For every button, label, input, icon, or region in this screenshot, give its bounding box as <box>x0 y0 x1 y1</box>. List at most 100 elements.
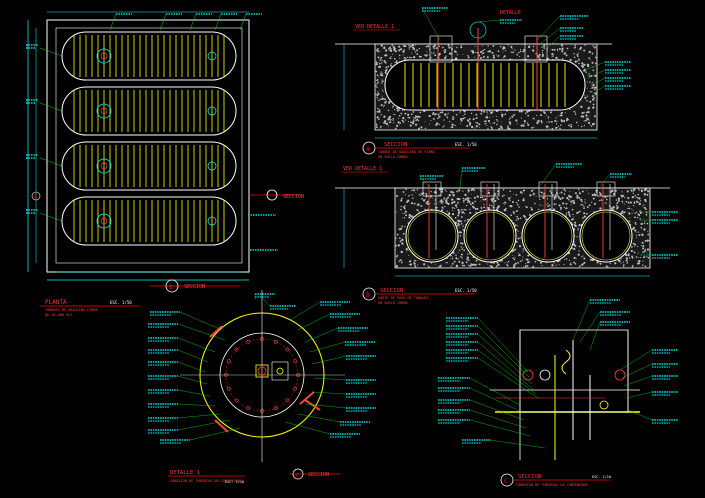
gravel-dot <box>625 259 628 262</box>
gravel-dot <box>541 46 543 48</box>
section-a-tank-ribs <box>404 63 566 107</box>
gravel-dot <box>405 210 408 213</box>
gravel-dot <box>448 46 451 49</box>
gravel-dot <box>548 127 550 129</box>
leader-line <box>589 77 606 87</box>
gravel-dot <box>394 127 397 130</box>
gravel-dot <box>429 123 431 125</box>
gravel-dot <box>631 255 634 258</box>
gravel-dot <box>452 193 454 195</box>
gravel-dot <box>563 52 566 55</box>
gravel-dot <box>388 100 391 103</box>
gravel-dot <box>527 261 530 264</box>
gravel-dot <box>480 57 483 60</box>
gravel-dot <box>443 125 445 127</box>
gravel-dot <box>433 47 435 49</box>
gravel-dot <box>445 55 447 57</box>
gravel-dot <box>375 93 377 96</box>
gravel-dot <box>412 120 415 123</box>
plan-outer-boundary <box>46 19 250 273</box>
gravel-dot <box>405 188 407 190</box>
gravel-dot <box>624 196 626 199</box>
gravel-dot <box>392 117 395 120</box>
gravel-dot <box>401 217 403 219</box>
gravel-dot <box>584 201 586 203</box>
gravel-dot <box>408 194 410 197</box>
gravel-dot <box>632 242 635 245</box>
gravel-dot <box>543 193 545 195</box>
detail-1-bolt <box>273 406 278 411</box>
gravel-dot <box>463 264 466 267</box>
plan-tank-manhole <box>96 48 112 64</box>
gravel-dot <box>413 262 416 265</box>
gravel-dot <box>391 44 394 47</box>
gravel-dot <box>644 249 647 252</box>
detail-1-scale: ESC. 1/10 <box>225 480 244 484</box>
gravel-dot <box>481 190 483 192</box>
gravel-dot <box>490 265 494 268</box>
gravel-dot <box>585 111 588 114</box>
gravel-dot <box>414 56 416 58</box>
gravel-dot <box>424 208 427 211</box>
gravel-dot <box>386 68 388 70</box>
gravel-dot <box>503 56 505 59</box>
gravel-dot <box>467 54 469 57</box>
gravel-dot <box>491 110 494 114</box>
gravel-dot <box>464 223 466 225</box>
gravel-dot <box>576 121 578 124</box>
gravel-dot <box>555 126 558 129</box>
gravel-dot <box>523 215 526 218</box>
leader-line <box>477 19 501 23</box>
gravel-dot <box>468 122 472 125</box>
gravel-dot <box>583 205 585 207</box>
gravel-dot <box>550 120 553 123</box>
gravel-dot <box>403 212 405 214</box>
section-a-marker-text: A <box>366 146 370 153</box>
gravel-dot <box>571 208 574 211</box>
gravel-dot <box>474 45 476 48</box>
gravel-dot <box>456 206 458 208</box>
gravel-dot <box>621 196 623 198</box>
gravel-dot <box>488 50 492 53</box>
gravel-dot <box>408 116 411 119</box>
gravel-dot <box>560 112 562 115</box>
gravel-dot <box>402 50 405 53</box>
gravel-dot <box>605 265 608 268</box>
gravel-dot <box>511 48 513 50</box>
gravel-dot <box>516 203 519 206</box>
gravel-dot <box>425 202 428 205</box>
gravel-dot <box>522 248 525 250</box>
gravel-dot <box>504 201 507 204</box>
gravel-dot <box>390 48 392 50</box>
gravel-dot <box>470 197 472 199</box>
leader-line <box>623 375 653 387</box>
leader-line <box>177 419 231 431</box>
gravel-dot <box>439 111 442 114</box>
gravel-dot <box>400 205 402 208</box>
gravel-dot <box>594 193 596 195</box>
gravel-dot <box>451 123 454 126</box>
gravel-dot <box>513 193 514 195</box>
gravel-dot <box>574 60 577 63</box>
gravel-dot <box>384 49 388 52</box>
gravel-dot <box>637 193 639 196</box>
gravel-dot <box>446 114 448 116</box>
leader-line <box>289 301 321 321</box>
gravel-dot <box>384 54 387 57</box>
gravel-dot <box>637 231 640 233</box>
gravel-dot <box>583 255 585 257</box>
gravel-dot <box>469 264 472 267</box>
gravel-dot <box>581 200 583 203</box>
gravel-dot <box>546 125 549 128</box>
gravel-dot <box>394 58 396 60</box>
gravel-dot <box>632 190 635 192</box>
gravel-dot <box>637 257 639 259</box>
leader-line <box>599 173 611 187</box>
gravel-dot <box>572 199 575 202</box>
gravel-dot <box>419 194 421 197</box>
gravel-dot <box>470 203 472 206</box>
gravel-dot <box>522 124 525 127</box>
gravel-dot <box>461 264 464 267</box>
gravel-dot <box>489 264 492 267</box>
gravel-dot <box>622 264 625 266</box>
